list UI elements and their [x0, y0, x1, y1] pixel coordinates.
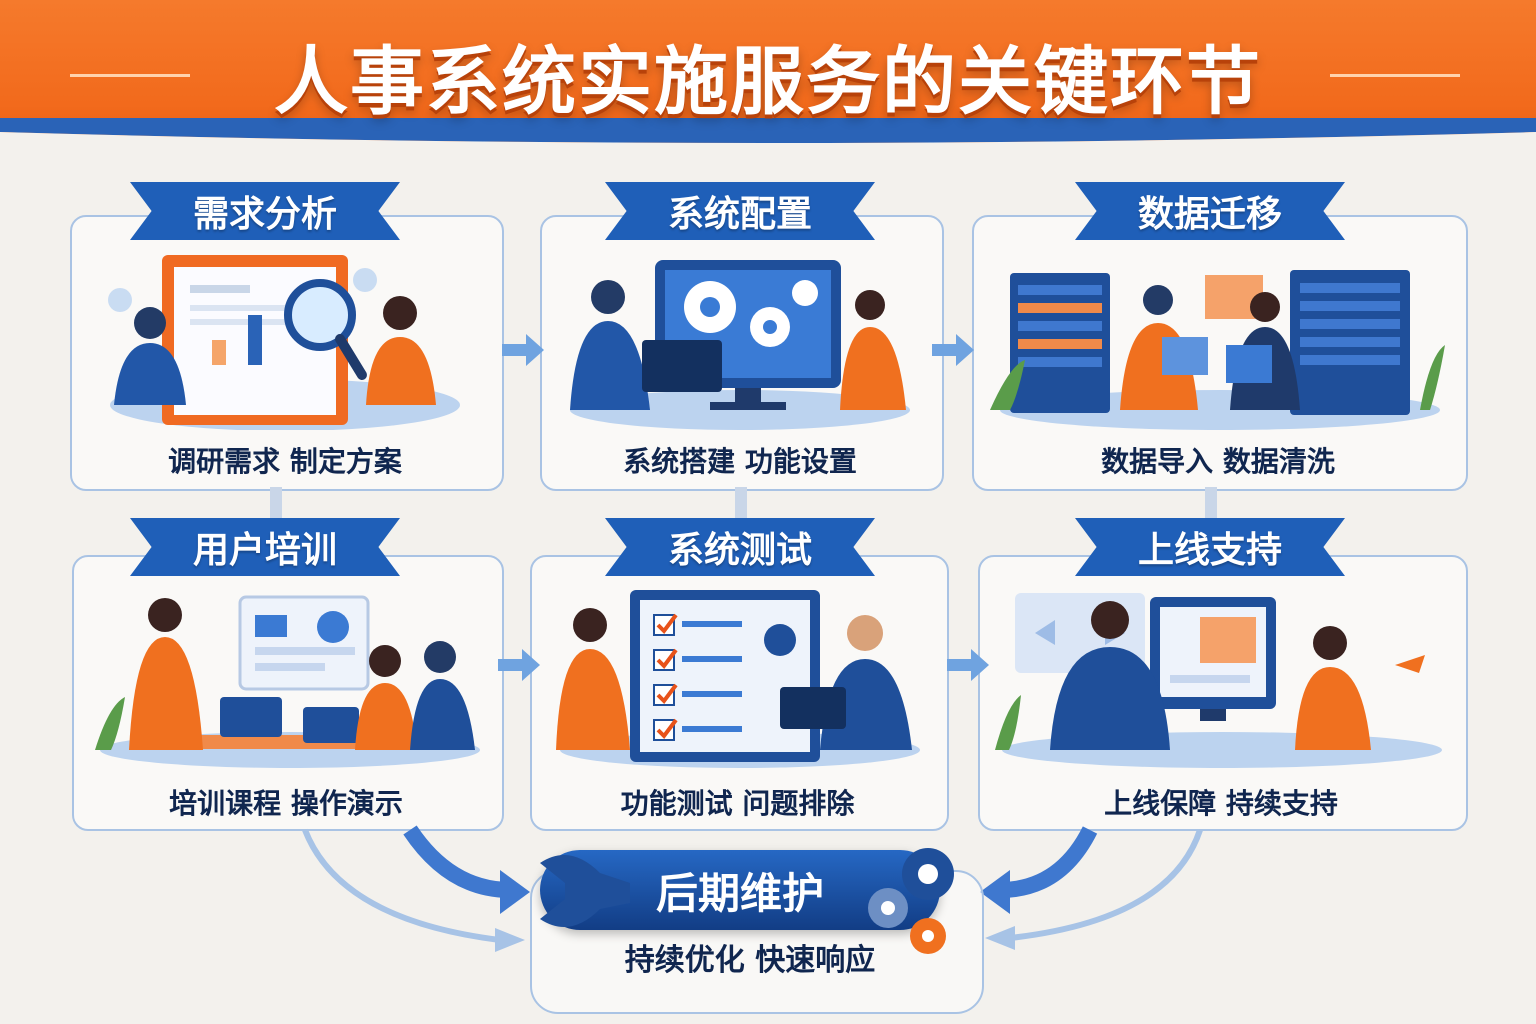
step-label-requirements: 需求分析 — [130, 182, 400, 240]
chat-bubble-icon — [764, 624, 796, 656]
person-man — [570, 280, 722, 410]
maintenance-caption: 持续优化 快速响应 — [624, 943, 876, 978]
migration-illustration — [990, 270, 1445, 430]
arrow-right-icon — [932, 334, 974, 366]
step-label-testing: 系统测试 — [605, 518, 875, 576]
step-caption-testing: 功能测试 问题排除 — [620, 787, 855, 820]
person-woman — [366, 296, 436, 405]
step-label-training: 用户培训 — [130, 518, 400, 576]
person-man — [114, 307, 186, 405]
person-trainee — [355, 645, 417, 750]
magnifier-icon — [284, 279, 367, 380]
wrench-icon — [540, 855, 630, 927]
arrow-right-icon — [502, 334, 544, 366]
title-rule-left — [70, 74, 190, 77]
person-worker — [1120, 285, 1208, 410]
checklist-icon — [653, 613, 742, 741]
server-rack-icon — [1010, 273, 1110, 413]
header-wave — [0, 118, 1536, 154]
step-caption-migration: 数据导入 数据清洗 — [1101, 445, 1335, 478]
person-man — [780, 615, 912, 750]
configuration-illustration — [570, 260, 910, 430]
arrow-right-icon — [947, 649, 989, 681]
step-caption-training: 培训课程 操作演示 — [169, 787, 403, 820]
step-caption-requirements: 调研需求 制定方案 — [168, 445, 402, 478]
person-trainer — [129, 598, 203, 750]
step-label-migration: 数据迁移 — [1075, 182, 1345, 240]
arrow-right-icon — [498, 649, 540, 681]
page-title: 人事系统实施服务的关键环节 — [274, 39, 1262, 125]
row-connector — [1205, 487, 1217, 519]
title-rule-right — [1330, 74, 1460, 77]
header-banner — [0, 0, 1536, 154]
hand-gesture — [1395, 655, 1425, 673]
server-rack-icon — [1290, 270, 1410, 415]
person-woman — [556, 608, 630, 750]
gear-icon — [684, 280, 818, 347]
step-caption-configuration: 系统搭建 功能设置 — [623, 445, 857, 478]
person-man — [1050, 601, 1170, 750]
person-woman — [1295, 626, 1371, 750]
maintenance-flow-arrows — [302, 825, 1203, 952]
testing-illustration — [556, 590, 920, 768]
step-label-configuration: 系统配置 — [605, 182, 875, 240]
row-connector — [270, 487, 282, 519]
requirements-illustration — [108, 255, 460, 430]
person-woman — [840, 290, 906, 410]
person-man — [1226, 292, 1300, 410]
step-caption-golive: 上线保障 持续支持 — [1104, 787, 1338, 820]
row-connector — [735, 487, 747, 519]
training-illustration — [95, 595, 480, 768]
gear-icon — [868, 848, 954, 954]
golive-illustration — [995, 593, 1442, 768]
person-trainee — [410, 641, 475, 750]
step-label-golive: 上线支持 — [1075, 518, 1345, 576]
